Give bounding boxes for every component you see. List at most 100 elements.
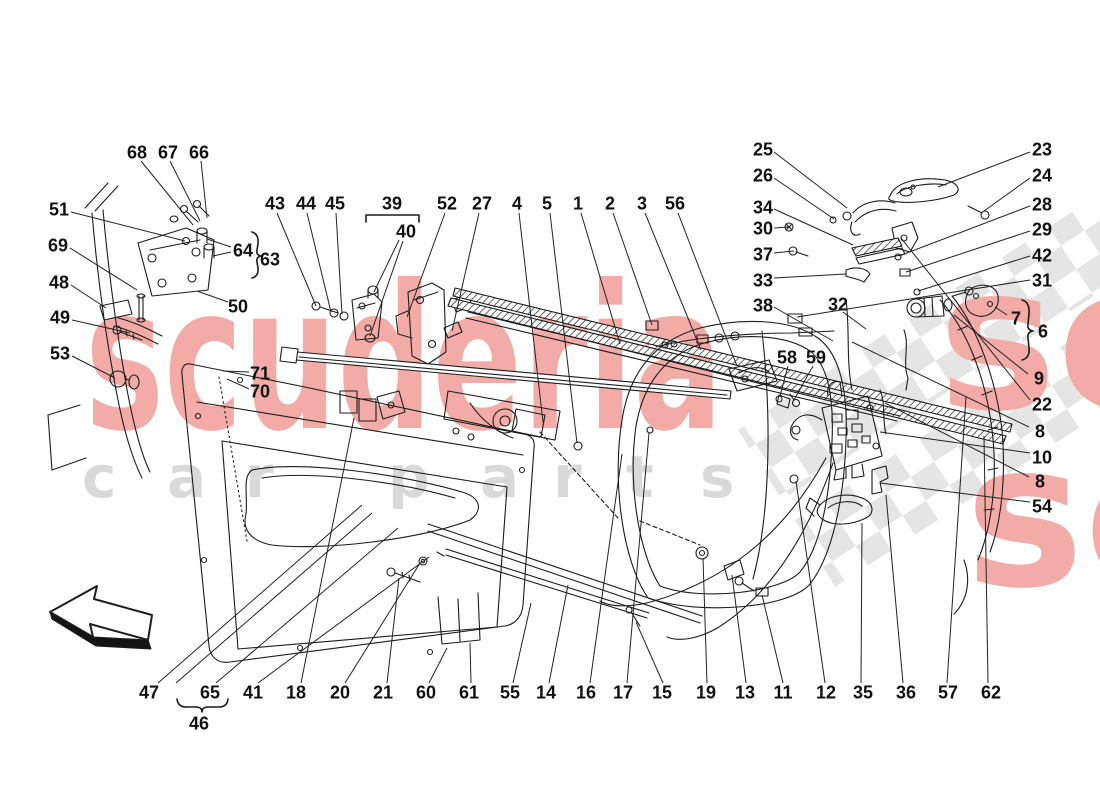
callout-12: 12 (816, 683, 836, 703)
callout-41: 41 (243, 683, 263, 703)
callout-8: 8 (1035, 422, 1045, 442)
leader-line-52 (406, 212, 446, 318)
callout-51: 51 (49, 200, 69, 220)
callout-39: 39 (382, 194, 402, 214)
callout-28: 28 (1032, 195, 1052, 215)
leader-line-59 (793, 365, 814, 401)
leader-line-8 (851, 341, 1030, 428)
door-shell (181, 363, 703, 663)
inner-door-handle (728, 359, 801, 409)
callout-14: 14 (536, 683, 556, 703)
a-pillar (47, 182, 151, 479)
callout-11: 11 (773, 683, 792, 703)
key-lock (903, 284, 999, 391)
callout-38: 38 (753, 296, 773, 316)
callout-65: 65 (200, 683, 220, 703)
callout-40: 40 (396, 222, 416, 242)
leader-line-36 (885, 494, 904, 684)
callout-47: 47 (139, 683, 159, 703)
leader-line-51 (70, 211, 186, 242)
wm-letter: a (167, 443, 206, 511)
leader-line-34 (773, 208, 854, 246)
door-rear-channel (939, 295, 1005, 615)
callout-8: 8 (1035, 472, 1045, 492)
leader-line-27 (451, 212, 480, 332)
callout-19: 19 (696, 683, 716, 703)
callout-2: 2 (605, 194, 615, 214)
callout-42: 42 (1032, 246, 1052, 266)
callout-4: 4 (512, 194, 522, 214)
watermark-brand-text: scuderia (85, 243, 723, 476)
callout-59: 59 (806, 348, 826, 368)
callout-23: 23 (1032, 140, 1052, 160)
leader-line-4 (518, 212, 544, 423)
watermark-carparts-text: c a r p a r t s (82, 443, 735, 511)
leader-line-67 (169, 160, 201, 222)
wm-letter: a (480, 443, 519, 511)
callout-67: 67 (158, 143, 178, 163)
leader-line-64 (206, 238, 232, 248)
callout-60: 60 (416, 683, 436, 703)
fastener-set-bottom (386, 551, 445, 583)
leader-line-8 (884, 402, 1030, 478)
leader-line-29 (905, 230, 1031, 273)
leader-line-33 (773, 273, 847, 279)
leader-line-40 (369, 240, 404, 337)
callout-31: 31 (1032, 271, 1052, 291)
leader-line-47 (157, 504, 363, 684)
callout-68: 68 (127, 143, 147, 163)
leader-line-35 (860, 522, 863, 684)
callout-35: 35 (853, 683, 873, 703)
leader-line-31 (796, 279, 1031, 318)
callout-30: 30 (753, 219, 773, 239)
callout-46: 46 (189, 714, 209, 734)
callout-36: 36 (896, 683, 916, 703)
leader-line-2 (612, 212, 653, 326)
callout-70: 70 (250, 382, 270, 402)
leader-line-54 (879, 482, 1031, 503)
callout-55: 55 (500, 683, 520, 703)
leader-line-9 (953, 314, 1029, 375)
bracket-39 (365, 214, 420, 223)
leader-line-70 (226, 378, 250, 390)
callout-15: 15 (652, 683, 672, 703)
leader-line-1 (580, 212, 621, 345)
leader-line-24 (983, 177, 1031, 212)
leader-line-55 (512, 602, 532, 684)
lock-cables (599, 327, 835, 640)
callout-6: 6 (1038, 322, 1048, 342)
callout-58: 58 (777, 348, 797, 368)
leader-line-11 (761, 594, 784, 684)
callout-53: 53 (50, 344, 70, 364)
callout-24: 24 (1032, 166, 1052, 186)
callout-9: 9 (1034, 369, 1044, 389)
callout-48: 48 (49, 273, 69, 293)
leader-line-5 (549, 212, 578, 444)
brace-46 (176, 698, 229, 713)
leader-line-22 (900, 237, 1031, 401)
leader-line-65 (215, 527, 399, 684)
callout-7: 7 (1011, 309, 1021, 329)
callout-29: 29 (1032, 220, 1052, 240)
callout-37: 37 (753, 245, 773, 265)
leader-line-56 (677, 212, 738, 367)
exterior-handle (784, 178, 990, 265)
callout-34: 34 (753, 198, 773, 218)
leader-line-65 (175, 512, 373, 684)
leader-line-40 (373, 239, 400, 293)
callout-45: 45 (325, 194, 345, 214)
callout-44: 44 (296, 194, 316, 214)
callout-71: 71 (250, 364, 270, 384)
leader-line-32 (842, 311, 867, 330)
leader-line-19 (702, 557, 708, 684)
leader-line-60 (428, 647, 448, 684)
leader-line-45 (335, 212, 343, 315)
leader-line-49 (71, 319, 131, 334)
leader-line-58 (779, 365, 789, 397)
brace-6 (1021, 299, 1034, 361)
leader-line-38 (773, 306, 834, 342)
callout-63: 63 (260, 250, 280, 270)
leader-line-30 (773, 226, 790, 229)
